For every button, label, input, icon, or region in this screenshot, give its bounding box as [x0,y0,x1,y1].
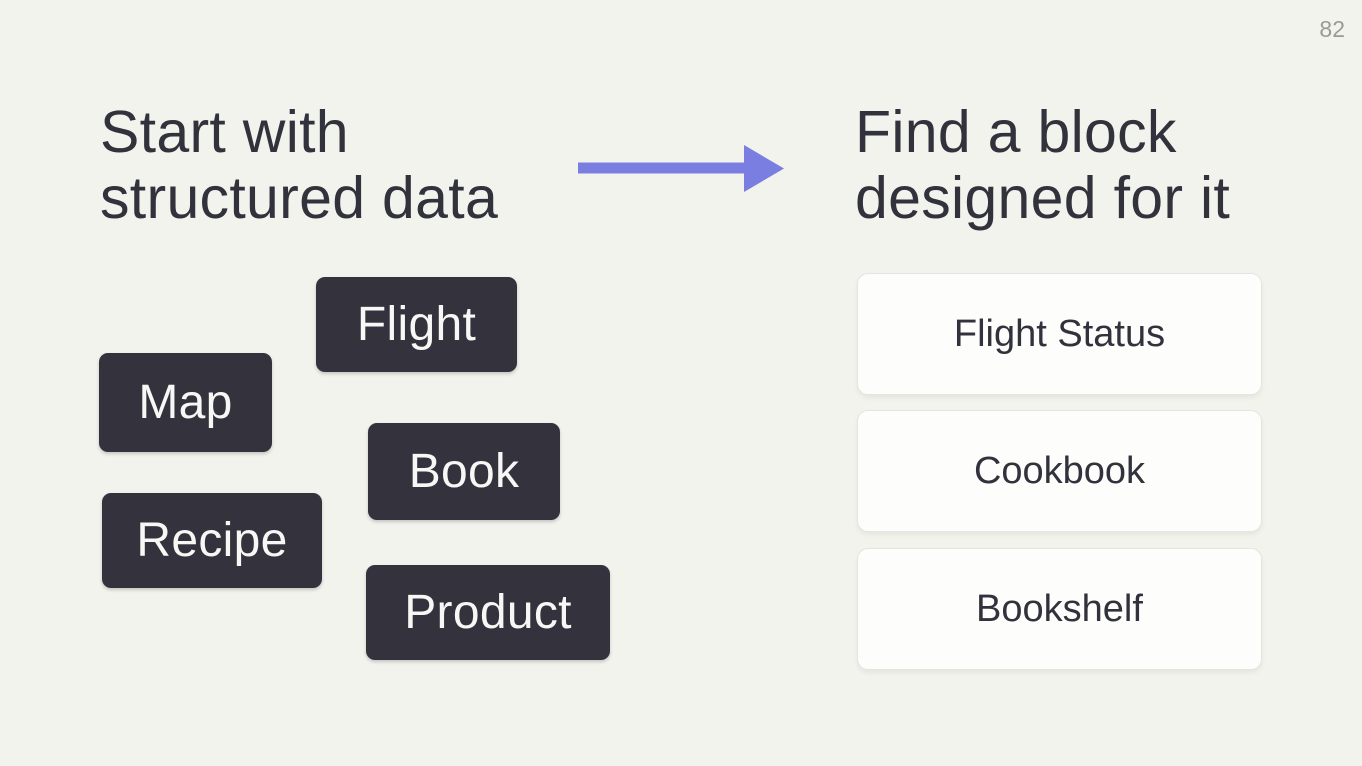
left-heading-line-1: Start with [100,99,349,165]
chip-recipe: Recipe [102,493,322,588]
right-heading-line-2: designed for it [855,165,1231,231]
card-bookshelf: Bookshelf [857,548,1262,670]
chip-book: Book [368,423,560,520]
chip-map: Map [99,353,272,452]
right-heading: Find a block designed for it [855,99,1230,231]
page-number: 82 [1319,16,1345,42]
card-cookbook: Cookbook [857,410,1262,532]
chip-product: Product [366,565,610,660]
chip-flight: Flight [316,277,517,372]
left-heading: Start with structured data [100,99,498,231]
card-flight-status: Flight Status [857,273,1262,395]
right-heading-line-1: Find a block [855,99,1177,165]
left-heading-line-2: structured data [100,165,499,231]
right-arrow-icon [578,145,784,192]
